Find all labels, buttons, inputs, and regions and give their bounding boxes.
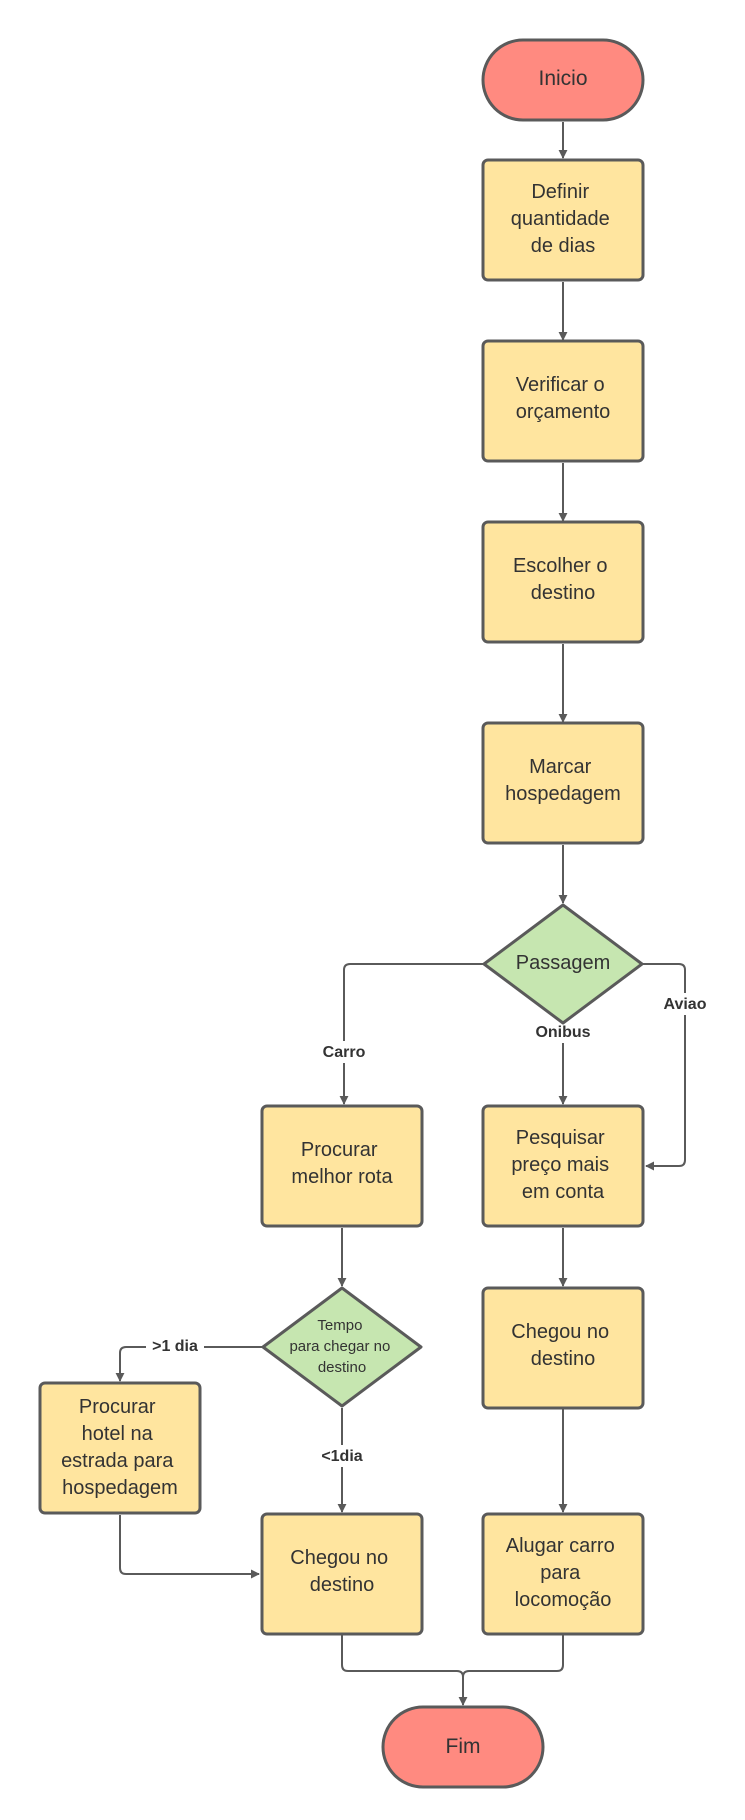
ticket-decision-diamond	[482, 903, 644, 1025]
choose-destination-label: Escolher o destino	[513, 555, 613, 604]
road-hotel-label: Procurar hotel na estrada para hospedage…	[61, 1396, 179, 1499]
end-label-line: Fim	[446, 1735, 481, 1758]
check-budget-line-2: orçamento	[516, 401, 611, 423]
edge-label-carro: Carro	[323, 1044, 366, 1061]
define-days-line-2: quantidade	[511, 208, 610, 230]
book-lodging-box	[481, 721, 645, 845]
check-budget-label: Verificar o orçamento	[516, 374, 611, 423]
ticket-decision-label: Passagem	[516, 952, 611, 974]
onibus-label-bg	[527, 1021, 599, 1043]
edge-road-hotel-to-arrived-left	[119, 1515, 260, 1579]
book-lodging-line-1: Marcar	[529, 756, 592, 778]
edge-rent-car-to-end	[462, 1635, 564, 1678]
arrived-left-line-1: Chegou no	[290, 1547, 388, 1569]
travel-time-line-2: para chegar no	[289, 1338, 390, 1355]
road-hotel-line-4: hospedagem	[62, 1477, 178, 1499]
best-route-box	[260, 1104, 424, 1228]
search-price-label: Pesquisar preço mais em conta	[511, 1127, 614, 1203]
best-route-line-2: melhor rota	[291, 1166, 393, 1188]
node-labels: Inicio Definir quantidade de dias Verifi…	[61, 67, 621, 1758]
end-label: Fim	[446, 1735, 481, 1758]
edge-ticket-to-best-route	[339, 963, 484, 1105]
choose-destination-line-1: Escolher o	[513, 555, 608, 577]
travel-time-decision-diamond	[261, 1286, 423, 1408]
best-route-label: Procurar melhor rota	[291, 1139, 393, 1188]
start-terminal	[481, 38, 645, 122]
edge-label-aviao: Aviao	[664, 996, 707, 1013]
rent-car-line-1: Alugar carro	[506, 1535, 615, 1557]
start-label-line: Inicio	[538, 67, 587, 90]
road-hotel-box	[38, 1381, 202, 1515]
check-budget-box	[481, 339, 645, 463]
search-price-line-3: em conta	[522, 1181, 605, 1203]
road-hotel-line-3: estrada para	[61, 1450, 174, 1472]
edge-label-onibus: Onibus	[535, 1024, 590, 1041]
best-route-line-1: Procurar	[301, 1139, 378, 1161]
edge-label-more-than-one-day: >1 dia	[152, 1338, 198, 1355]
arrived-left-box	[260, 1512, 424, 1636]
rent-car-label: Alugar carro para locomoção	[506, 1535, 621, 1611]
travel-time-label: Tempo para chegar no destino	[289, 1317, 394, 1376]
define-days-line-1: Definir	[531, 181, 589, 203]
travel-time-line-1: Tempo	[317, 1317, 362, 1334]
rent-car-line-2: para	[540, 1562, 581, 1584]
arrived-right-line-1: Chegou no	[511, 1321, 609, 1343]
more-than-one-day-label-bg	[146, 1336, 204, 1358]
ticket-decision-line: Passagem	[516, 952, 611, 974]
choose-destination-box	[481, 520, 645, 644]
search-price-line-1: Pesquisar	[516, 1127, 605, 1149]
edge-label-less-than-one-day: <1dia	[321, 1448, 362, 1465]
edge-labels: Carro Onibus Aviao >1 dia <1dia	[146, 993, 712, 1467]
book-lodging-label: Marcar hospedagem	[505, 756, 621, 805]
carro-label-bg	[314, 1041, 374, 1063]
book-lodging-line-2: hospedagem	[505, 783, 621, 805]
start-label: Inicio	[538, 67, 587, 90]
arrived-left-line-2: destino	[310, 1574, 375, 1596]
define-days-label: Definir quantidade de dias	[511, 181, 616, 257]
edge-arrived-left-to-end	[341, 1635, 468, 1706]
travel-time-line-3: destino	[318, 1359, 366, 1376]
arrived-right-label: Chegou no destino	[511, 1321, 614, 1370]
rent-car-box	[481, 1512, 645, 1636]
end-terminal	[381, 1705, 545, 1789]
less-than-one-day-label-bg	[312, 1445, 372, 1467]
edge-ticket-to-search-price-plane	[643, 963, 686, 1171]
define-days-line-3: de dias	[531, 235, 596, 257]
rent-car-line-3: locomoção	[515, 1589, 612, 1611]
search-price-box	[481, 1104, 645, 1228]
arrived-left-label: Chegou no destino	[290, 1547, 393, 1596]
choose-destination-line-2: destino	[531, 582, 596, 604]
aviao-label-bg	[658, 993, 712, 1015]
edge-time-to-road-hotel	[115, 1346, 262, 1382]
road-hotel-line-2: hotel na	[82, 1423, 154, 1445]
arrived-right-box	[481, 1286, 645, 1410]
nodes	[38, 38, 645, 1789]
check-budget-line-1: Verificar o	[516, 374, 605, 396]
define-days-box	[481, 158, 645, 282]
search-price-line-2: preço mais	[511, 1154, 609, 1176]
arrived-right-line-2: destino	[531, 1348, 596, 1370]
connectors	[115, 122, 686, 1706]
road-hotel-line-1: Procurar	[79, 1396, 156, 1418]
